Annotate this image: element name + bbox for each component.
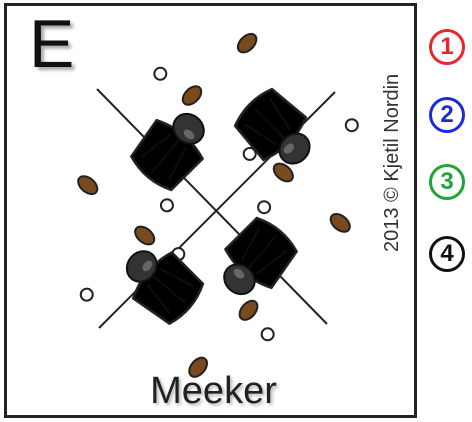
axis-line-left (96, 88, 328, 325)
green-jumper-icon: #greenj .limb{stroke:#33a51f}#greenj .bo… (65, 65, 261, 262)
slot-number: 4 (440, 240, 454, 267)
formation-name: Meeker (150, 370, 277, 412)
formation-letter: E (29, 6, 75, 82)
slot-badge-4: 4 (429, 236, 465, 272)
slot-number: 2 (440, 101, 454, 128)
slot-badge-2: 2 (429, 97, 465, 133)
copyright-text: 2013 © Kjetil Nordin (381, 73, 403, 252)
slot-number: 1 (440, 33, 454, 60)
slot-badge-3: 3 (429, 164, 465, 200)
formation-diagram: #redj .limb{stroke:#ee1b1b}#redj .body{f… (7, 6, 417, 418)
slot-badge-1: 1 (429, 29, 465, 65)
blue-jumper-icon: #bluej .limb{stroke:#1d22d6}#bluej .body… (167, 145, 363, 342)
formation-card: #redj .limb{stroke:#ee1b1b}#redj .body{f… (4, 3, 417, 418)
slot-number: 3 (440, 168, 454, 195)
